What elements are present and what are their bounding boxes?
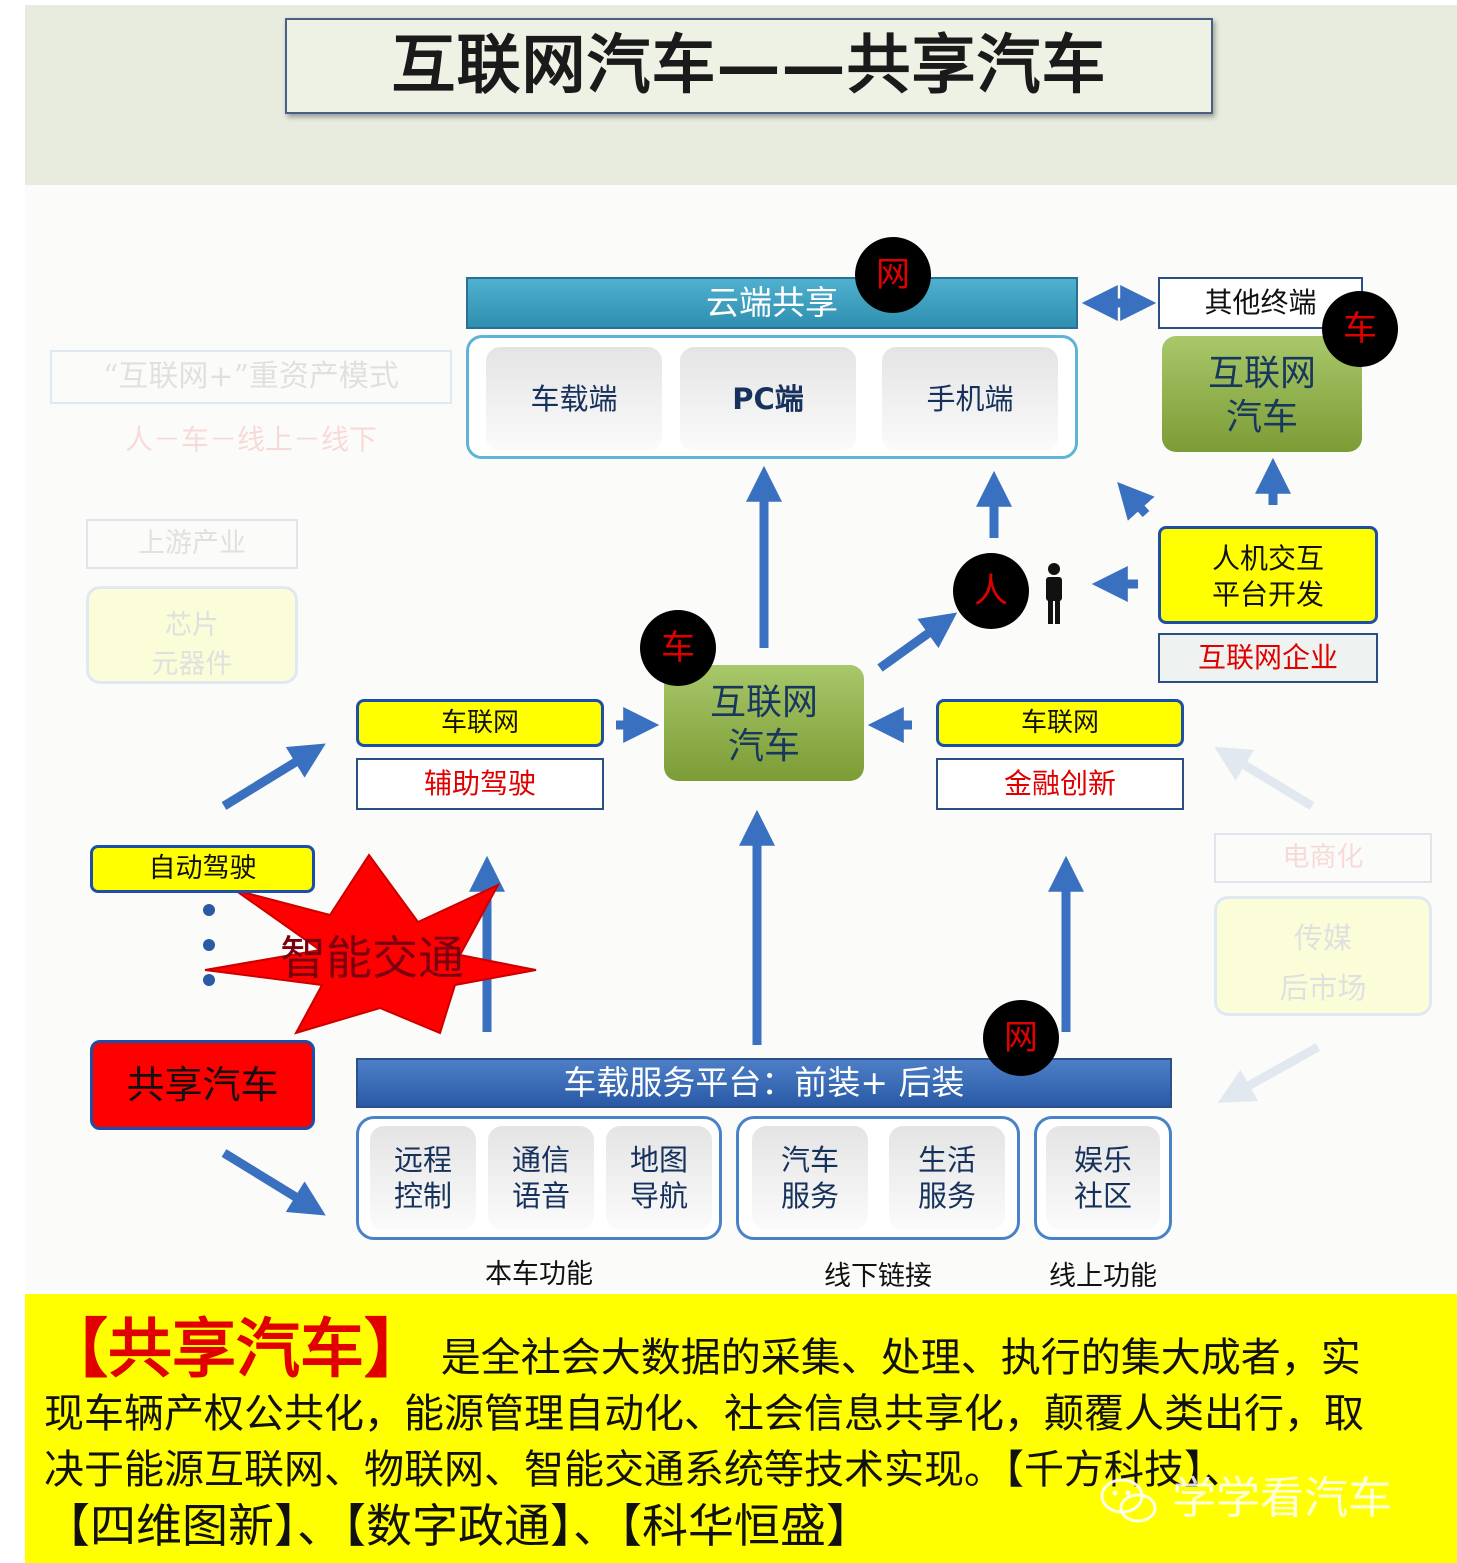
finance-innovation-box: 金融创新 [936,758,1184,810]
internet-car-center-line1: 互联网 [709,682,818,723]
faded-chip-box: 芯片 元器件 [86,586,298,684]
badge-car-center: 车 [640,610,716,686]
tile-remote-control: 远程 控制 [370,1126,476,1230]
left-iov-box: 车联网 [356,699,604,747]
tile-entertainment-line2: 社区 [1073,1179,1132,1213]
summary-panel [25,1294,1457,1563]
faded-arrow-1 [1214,746,1315,810]
badge-car-top: 车 [1322,291,1398,367]
group-own-car-label: 本车功能 [485,1259,593,1290]
arrow-car-person [877,612,958,672]
internet-enterprise-box: 互联网企业 [1158,633,1378,683]
autodrive-box: 自动驾驶 [90,845,315,893]
faded-media-box: 传媒 后市场 [1214,896,1432,1016]
internet-car-center-line2: 汽车 [727,726,800,767]
summary-line1-rest: 是全社会大数据的采集、处理、执行的集大成者，实 [440,1335,1361,1381]
group-offline-link-label: 线下链接 [824,1261,932,1292]
summary-line3: 决于能源互联网、物联网、智能交通系统等技术实现。【千方科技】、 [44,1447,1244,1493]
faded-media-line1: 传媒 [1293,921,1352,955]
endpoint-mobile: 手机端 [882,347,1058,451]
tile-life-service-line2: 服务 [917,1179,976,1213]
hmi-platform-box: 人机交互 平台开发 [1158,526,1378,624]
badge-net-cloud: 网 [855,237,931,313]
dot-2 [203,939,215,951]
red-star-shape [204,853,537,1035]
internet-car-center: 互联网 汽车 [664,665,864,781]
summary-text: 【共享汽车】 是全社会大数据的采集、处理、执行的集大成者，实 现车辆产权公共化，… [44,1318,1444,1554]
dot-3 [203,974,215,986]
cloud-share-bar: 云端共享 [466,277,1078,329]
badge-net-platform: 网 [983,1000,1059,1076]
vehicle-service-platform-bar: 车载服务平台：前装+ 后装 [356,1058,1172,1108]
tile-map-nav-line2: 导航 [629,1179,688,1213]
summary-line1: 【共享汽车】 是全社会大数据的采集、处理、执行的集大成者，实 [44,1318,1444,1386]
internet-car-top: 互联网 汽车 [1162,336,1362,452]
tile-life-service-line1: 生活 [917,1143,976,1177]
faded-model-title: “互联网+”重资产模式 [103,359,399,394]
endpoint-car-terminal: 车载端 [486,347,662,451]
watermark-text: 学学看汽车 [1172,1473,1392,1524]
arrow-hmi-cloud [1117,481,1155,521]
arrow-shared-platform [221,1149,326,1216]
summary-line2: 现车辆产权公共化，能源管理自动化、社会信息共享化，颠覆人类出行，取 [44,1391,1364,1437]
summary-highlight: 【共享汽车】 [44,1312,428,1387]
faded-upstream: 上游产业 [86,519,298,569]
faded-media-line2: 后市场 [1279,971,1367,1005]
dot-1 [203,904,215,916]
tile-comm-voice-line1: 通信 [511,1143,570,1177]
tile-entertainment: 娱乐 社区 [1046,1126,1160,1230]
tile-comm-voice-line2: 语音 [511,1179,570,1213]
tile-remote-control-line2: 控制 [393,1179,452,1213]
tile-car-service-line1: 汽车 [780,1143,839,1177]
faded-ecommerce: 电商化 [1214,833,1432,883]
faded-chip-line1: 芯片 [165,610,219,641]
endpoint-pc: PC端 [680,347,856,451]
tile-car-service: 汽车 服务 [752,1126,868,1230]
wechat-icon [1100,1478,1157,1523]
page-title: 互联网汽车——共享汽车 [285,18,1213,114]
smart-traffic-label: 智能交通 [280,931,464,985]
faded-arrow-2 [1217,1043,1321,1103]
tile-comm-voice: 通信 语音 [488,1126,594,1230]
assisted-driving-box: 辅助驾驶 [356,758,604,810]
watermark: 学学看汽车 [1100,1462,1440,1524]
faded-model-box: “互联网+”重资产模式 [50,350,452,404]
tile-map-nav-line1: 地图 [629,1143,688,1177]
shared-car-box: 共享汽车 [90,1040,315,1130]
faded-chip-line2: 元器件 [151,649,233,680]
group-online-functions-label: 线上功能 [1049,1261,1157,1292]
tile-remote-control-line1: 远程 [393,1143,452,1177]
arrow-auto-left [221,743,326,810]
tile-entertainment-line1: 娱乐 [1073,1143,1132,1177]
badge-person: 人 [953,553,1029,629]
person-icon [1046,563,1062,624]
internet-car-top-line1: 互联网 [1207,353,1316,394]
tile-map-nav: 地图 导航 [606,1126,712,1230]
internet-car-top-line2: 汽车 [1225,397,1298,438]
tile-life-service: 生活 服务 [889,1126,1005,1230]
faded-model-sub: 人－车－线上－线下 [124,423,377,456]
summary-line4: 【四维图新】、【数字政通】、【科华恒盛】 [44,1499,872,1553]
hmi-line1: 人机交互 [1211,542,1324,575]
tile-car-service-line2: 服务 [780,1179,839,1213]
hmi-line2: 平台开发 [1211,578,1324,611]
right-iov-box: 车联网 [936,699,1184,747]
